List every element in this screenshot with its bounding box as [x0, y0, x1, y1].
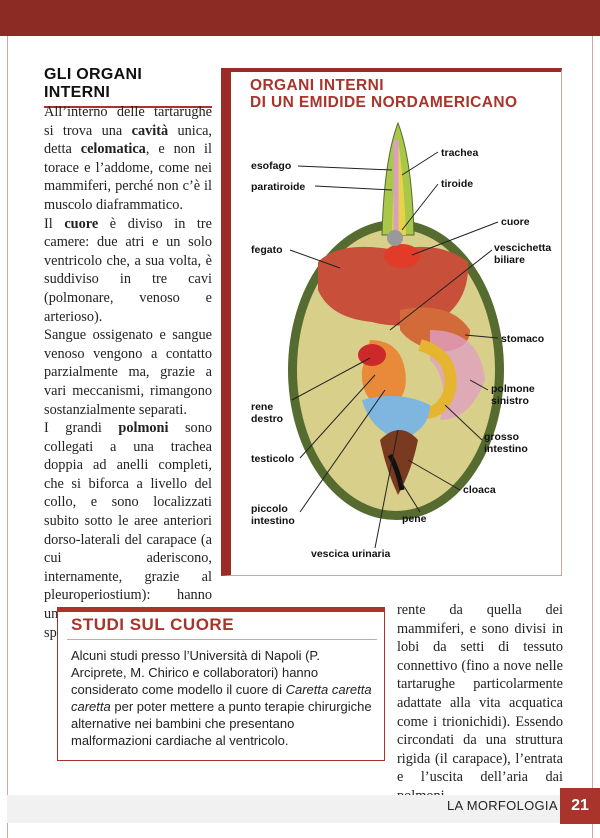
- label-cuore: cuore: [501, 216, 530, 228]
- figure-title: ORGANI INTERNI DI UN EMIDIDE NORDAMERICA…: [250, 77, 517, 111]
- label-stomaco: stomaco: [501, 333, 545, 345]
- leader-lines: [289, 151, 499, 549]
- term-polmoni: polmoni: [118, 420, 169, 437]
- text: per poter mettere a punto terapie chirur…: [71, 699, 372, 748]
- label-tiroide: tiroide: [441, 178, 474, 190]
- sidebar-box: [57, 607, 385, 761]
- label-esofago: esofago: [251, 160, 292, 172]
- sidebar-box-text: Alcuni studi presso l’Università di Napo…: [71, 647, 377, 749]
- top-color-bar: [0, 0, 600, 36]
- sidebar-box-title: STUDI SUL CUORE: [71, 615, 235, 634]
- label-line: rene: [251, 401, 274, 413]
- figure-title-line1: ORGANI INTERNI: [250, 77, 384, 94]
- text: Alcuni studi presso l’Università di Napo…: [71, 648, 321, 697]
- label-line: polmone: [491, 383, 535, 395]
- page-frame: [7, 36, 593, 838]
- term-celomatica: celomatica: [80, 141, 146, 158]
- body-column-right: rente da quella dei mammiferi, e sono di…: [397, 601, 563, 806]
- label-line: sinistro: [491, 395, 529, 407]
- term-cavita: cavità: [131, 122, 169, 139]
- penis-shape: [387, 453, 405, 491]
- sidebar-box-top-bar: [58, 608, 384, 612]
- label-line: vescichetta: [494, 242, 552, 254]
- label-pene: pene: [402, 513, 427, 525]
- paragraph-cavity: All’interno delle tartarughe si trova un…: [44, 103, 212, 215]
- label-cloaca: cloaca: [463, 484, 496, 496]
- label-line: intestino: [251, 515, 295, 527]
- footer-bar: [7, 795, 593, 823]
- cloaca-shape: [380, 430, 418, 495]
- liver-shape: [318, 246, 469, 326]
- thyroid-shape: [387, 230, 403, 246]
- text: I grandi: [44, 420, 119, 437]
- label-line: piccolo: [251, 503, 288, 515]
- term-cuore: cuore: [64, 215, 99, 232]
- label-line: destro: [251, 413, 284, 425]
- label-paratiroide: paratiroide: [251, 181, 306, 193]
- species-name: Caretta caretta caretta: [71, 682, 372, 714]
- text: Il: [44, 215, 65, 232]
- text: unica, detta: [44, 122, 213, 158]
- paragraph-blood: Sangue ossigenato e sangue venoso vengon…: [44, 327, 212, 418]
- text: è diviso in tre camere: due atri e un so…: [44, 215, 212, 325]
- paragraph-heart: Il cuore è diviso in tre camere: due atr…: [44, 215, 212, 327]
- text: All’interno delle tartarughe si trova un…: [44, 104, 212, 139]
- paragraph-lungs-continued: rente da quella dei mammiferi, e sono di…: [397, 602, 563, 804]
- heart-shape: [384, 244, 420, 268]
- footer-section-label: LA MORFOLOGIA: [447, 798, 558, 813]
- label-trachea: trachea: [441, 147, 479, 159]
- label-line: grosso: [484, 431, 520, 443]
- body-column-left: All’interno delle tartarughe si trova un…: [44, 103, 212, 642]
- sidebar-box-divider: [67, 639, 377, 640]
- page-number: 21: [560, 788, 600, 824]
- label-line: biliare: [494, 254, 525, 266]
- label-testicolo: testicolo: [251, 453, 295, 465]
- label-vescica-urinaria: vescica urinaria: [311, 548, 391, 560]
- text: , e non il torace e l’addome, come nei m…: [44, 141, 212, 213]
- label-line: intestino: [484, 443, 528, 455]
- figure-title-line2: DI UN EMIDIDE NORDAMERICANO: [250, 94, 518, 111]
- section-title: GLI ORGANI INTERNI: [44, 66, 212, 108]
- bladder-shape: [362, 396, 430, 440]
- label-fegato: fegato: [251, 244, 283, 256]
